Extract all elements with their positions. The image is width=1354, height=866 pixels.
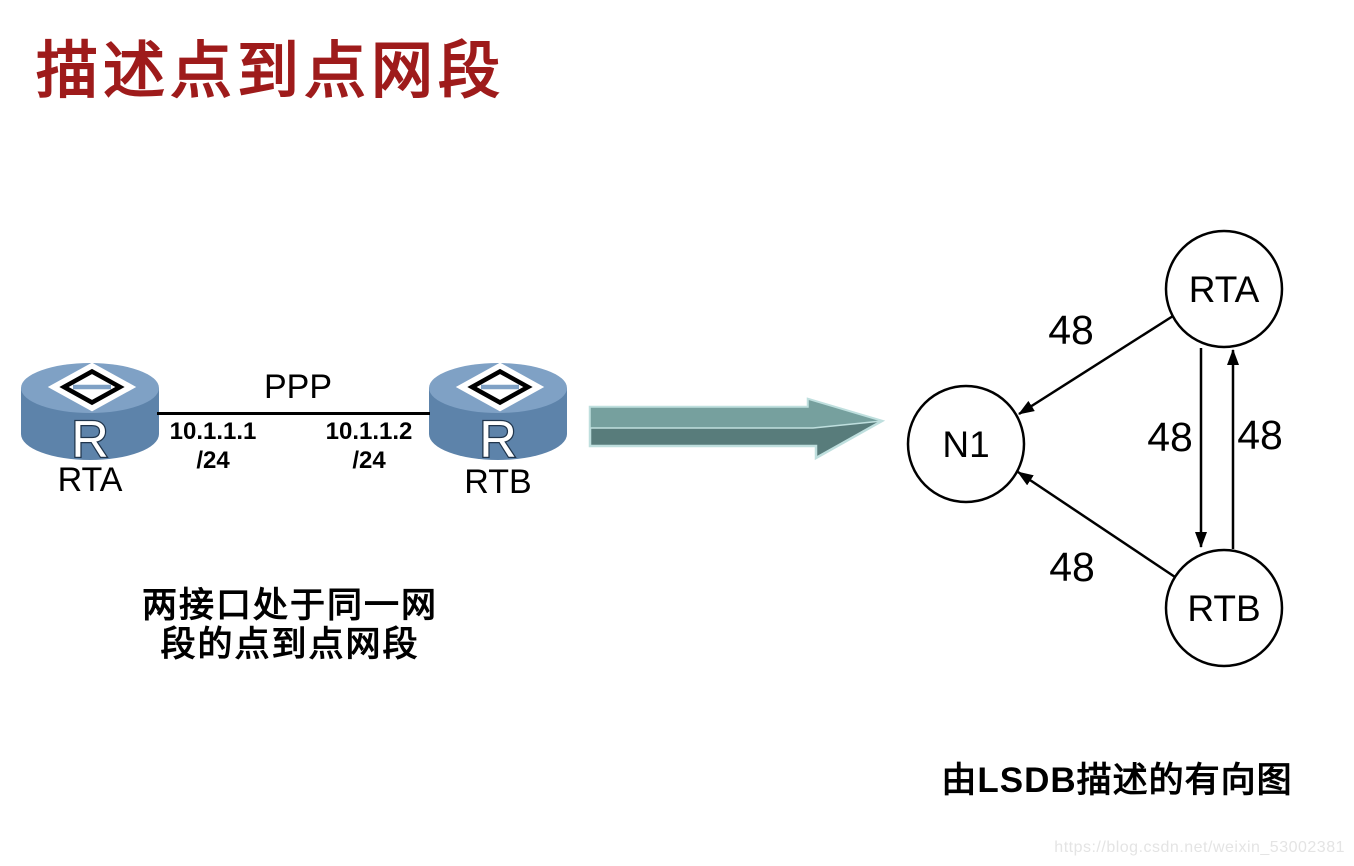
ppp-label: PPP — [263, 368, 333, 406]
cost-rtb-rta: 48 — [1237, 412, 1283, 458]
rtb-mask: /24 — [352, 447, 386, 474]
rta-mask: /24 — [196, 447, 230, 474]
node-rtb-label: RTB — [1187, 588, 1260, 629]
transform-arrow-icon — [588, 397, 886, 461]
router-rtb-icon: R — [429, 362, 567, 462]
node-rtb — [1164, 548, 1284, 668]
watermark: https://blog.csdn.net/weixin_53002381 — [1054, 839, 1345, 856]
node-n1 — [906, 384, 1026, 504]
graph-caption: 由LSDB描述的有向图 — [941, 761, 1293, 800]
topology-caption-line2: 段的点到点网段 — [160, 625, 420, 664]
topology-caption: 两接口处于同一网 段的点到点网段 — [90, 586, 490, 664]
router-diamond-icon — [47, 362, 137, 412]
router-rtb-label: RTB — [464, 463, 532, 501]
router-letter: R — [479, 411, 517, 462]
cost-rtb-n1: 48 — [1049, 544, 1095, 590]
edge-rta-to-n1 — [1018, 314, 1174, 416]
rta-ip: 10.1.1.1 — [169, 418, 257, 445]
router-rta-icon: R — [21, 362, 159, 462]
cost-rta-n1: 48 — [1048, 307, 1094, 353]
router-diamond-icon — [455, 362, 545, 412]
rta-ip-address: 10.1.1.1 /24 — [158, 417, 268, 475]
ppp-link-line — [157, 412, 430, 415]
node-n1-label: N1 — [942, 424, 989, 465]
router-letter: R — [71, 411, 109, 462]
arrow-top-face — [589, 397, 883, 429]
lsdb-graph: N1 RTA RTB 48 48 48 48 — [906, 229, 1284, 668]
node-rta-label: RTA — [1189, 269, 1260, 310]
node-rta — [1164, 229, 1284, 349]
cost-rta-rtb: 48 — [1147, 414, 1193, 460]
edge-rtb-to-n1 — [1017, 470, 1176, 579]
rtb-ip-address: 10.1.1.2 /24 — [314, 417, 424, 475]
rtb-ip: 10.1.1.2 — [325, 418, 413, 445]
router-rta-label: RTA — [57, 461, 123, 499]
page-title: 描述点到点网段 — [36, 37, 506, 106]
topology-caption-line1: 两接口处于同一网 — [141, 586, 438, 625]
